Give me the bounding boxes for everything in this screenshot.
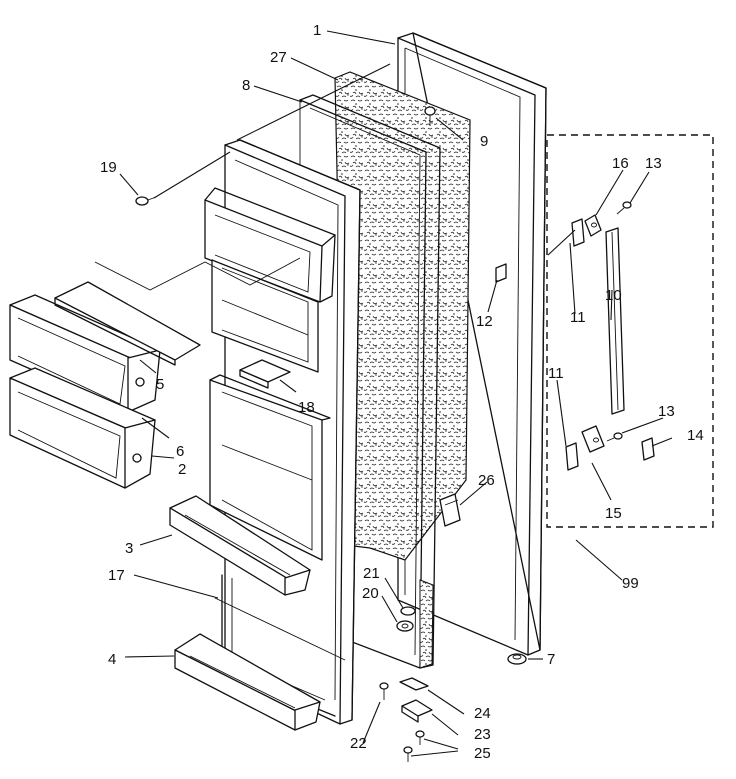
- callout-24: 24: [474, 705, 491, 722]
- hinge-washer-20: [396, 620, 414, 632]
- handle-kit-99: [546, 134, 714, 528]
- callout-10: 10: [605, 287, 622, 304]
- hinge-bushing-21: [400, 606, 416, 616]
- bottom-frame-17: [214, 597, 346, 661]
- callout-22: 22: [350, 735, 367, 752]
- callout-19: 19: [100, 159, 117, 176]
- callout-5: 5: [156, 376, 164, 393]
- callout-26: 26: [478, 472, 495, 489]
- callout-99: 99: [622, 575, 639, 592]
- door-bin-lower: [9, 367, 156, 489]
- callout-27: 27: [270, 49, 287, 66]
- callout-13-upper: 13: [645, 155, 662, 172]
- callout-21: 21: [363, 565, 380, 582]
- callout-11-upper: 11: [570, 309, 586, 326]
- fastener-9: [424, 106, 436, 126]
- callout-11-lower: 11: [548, 365, 564, 382]
- door-shelf-3: [169, 495, 311, 596]
- callout-2: 2: [178, 461, 186, 478]
- callout-25: 25: [474, 745, 491, 762]
- leader-lines: [119, 30, 673, 757]
- callout-3: 3: [125, 540, 133, 557]
- callout-14: 14: [687, 427, 704, 444]
- callout-23: 23: [474, 726, 491, 743]
- callout-4: 4: [108, 651, 116, 668]
- callout-8: 8: [242, 77, 250, 94]
- door-bin-upper: [9, 294, 161, 413]
- callout-12: 12: [476, 313, 493, 330]
- callout-20: 20: [362, 585, 379, 602]
- callout-18: 18: [298, 399, 315, 416]
- callout-16: 16: [612, 155, 629, 172]
- door-glide-7: [507, 653, 527, 665]
- callout-labels: 1 27 8 9 19 16 13 10 11 12 5 18 11 13 14…: [100, 22, 704, 762]
- hinge-plate-24: [399, 677, 429, 691]
- screw-22: [379, 682, 389, 700]
- drip-tray: [239, 359, 291, 389]
- callout-7: 7: [547, 651, 555, 668]
- screw-19: [135, 196, 157, 206]
- bin-shelf-cover: [54, 257, 301, 366]
- callout-9: 9: [480, 133, 488, 150]
- callout-1: 1: [313, 22, 321, 39]
- callout-6: 6: [176, 443, 184, 460]
- door-bin-4: [174, 633, 321, 731]
- callout-13-lower: 13: [658, 403, 675, 420]
- clip-12: [495, 263, 507, 283]
- callout-15: 15: [605, 505, 622, 522]
- callout-17: 17: [108, 567, 125, 584]
- bracket-26: [439, 493, 461, 527]
- screws-25: [403, 730, 425, 762]
- inner-door-liner: [204, 139, 361, 725]
- hinge-bracket-23: [401, 699, 433, 723]
